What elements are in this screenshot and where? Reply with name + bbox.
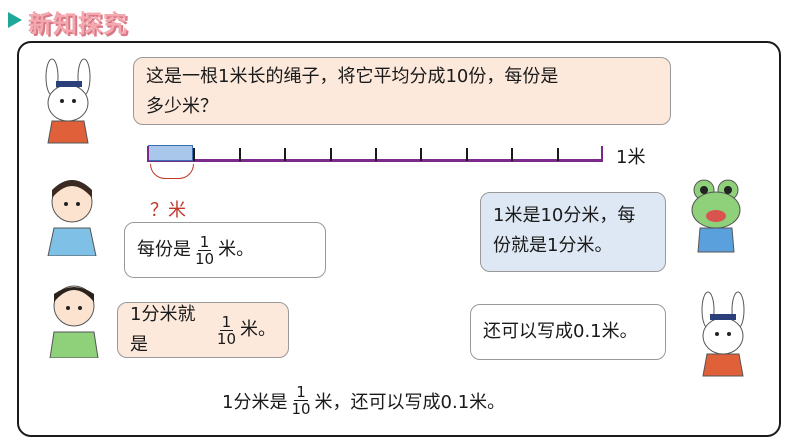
summary-prefix: 1分米是 (222, 391, 288, 413)
girl-frac-num: 1 (197, 232, 212, 251)
rope-tick (420, 148, 423, 161)
summary-fraction: 1 10 (289, 384, 312, 417)
rabbit-teacher-icon-bottom (701, 291, 745, 377)
rope-tick (556, 148, 559, 161)
rabbit-top-line2: 多少米？ (146, 96, 218, 117)
rope-tick (238, 148, 241, 161)
girl-frac-den: 10 (195, 249, 215, 268)
girl-speech-bubble: 每份是 1 10 米。 (124, 222, 326, 278)
summary-line: 1分米是 1 10 米，还可以写成0.1米。 (222, 384, 505, 417)
boy-frac-num: 1 (219, 312, 234, 331)
frog-line1: 1米是10分米，每 (493, 205, 636, 226)
rope-tick (329, 148, 332, 161)
rope-tick (193, 148, 196, 161)
rope-first-segment (148, 145, 193, 161)
summary-suffix: 米，还可以写成0.1米。 (314, 391, 506, 413)
frog-line2: 份就是1分米。 (493, 235, 613, 256)
header-bar: 新知探究 (0, 0, 794, 40)
girl-fraction: 1 10 (193, 234, 216, 267)
rabbit-top-line1: 这是一根1米长的绳子，将它平均分成10份，每份是 (146, 66, 559, 87)
section-title: 新知探究 (28, 10, 128, 38)
rope-end-tick (601, 146, 603, 162)
rope-start-tick (147, 146, 149, 162)
rabbit-top-speech-bubble: 这是一根1米长的绳子，将它平均分成10份，每份是 多少米？ (133, 57, 671, 125)
rope-length-label: 1米 (616, 147, 646, 168)
rope-tick (465, 148, 468, 161)
girl-prefix: 每份是 (137, 239, 191, 260)
rope-tick (511, 148, 514, 161)
rope-tick (284, 148, 287, 161)
boy-fraction: 1 10 (215, 314, 238, 347)
rope-tick (375, 148, 377, 161)
frog-speech-bubble: 1米是10分米，每 份就是1分米。 (480, 192, 666, 272)
boy-speech-bubble: 1分米就是 1 10 米。 (117, 302, 289, 358)
girl-suffix: 米。 (218, 239, 255, 260)
summary-frac-den: 10 (291, 400, 311, 418)
rabbit-teacher-icon (45, 58, 91, 144)
girl-icon (47, 180, 97, 256)
boy-suffix: 米。 (240, 319, 276, 340)
boy-prefix: 1分米就是 (130, 304, 196, 355)
segment-question: ？米 (150, 200, 186, 221)
rabbit-bottom-speech-bubble: 还可以写成0.1米。 (470, 304, 666, 360)
play-icon (8, 12, 22, 28)
boy-icon (49, 285, 99, 358)
boy-frac-den: 10 (216, 329, 236, 348)
frog-icon (691, 179, 741, 253)
rabbit-bottom-text: 还可以写成0.1米。 (483, 321, 638, 342)
summary-frac-num: 1 (294, 383, 308, 401)
